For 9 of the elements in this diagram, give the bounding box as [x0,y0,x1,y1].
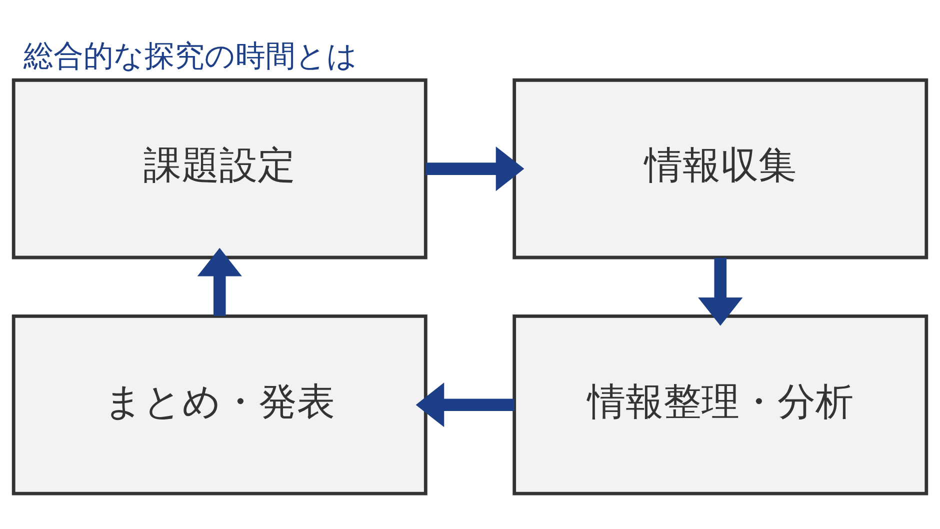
diagram-title: 総合的な探究の時間とは [23,38,358,74]
arrow [197,247,242,316]
arrow [416,382,514,427]
node-box: 課題設定 [12,78,428,259]
node-box: まとめ・発表 [12,314,428,495]
node-box: 情報収集 [512,78,928,259]
arrow [698,257,743,326]
node-box: 情報整理・分析 [512,314,928,495]
arrow [426,146,524,191]
